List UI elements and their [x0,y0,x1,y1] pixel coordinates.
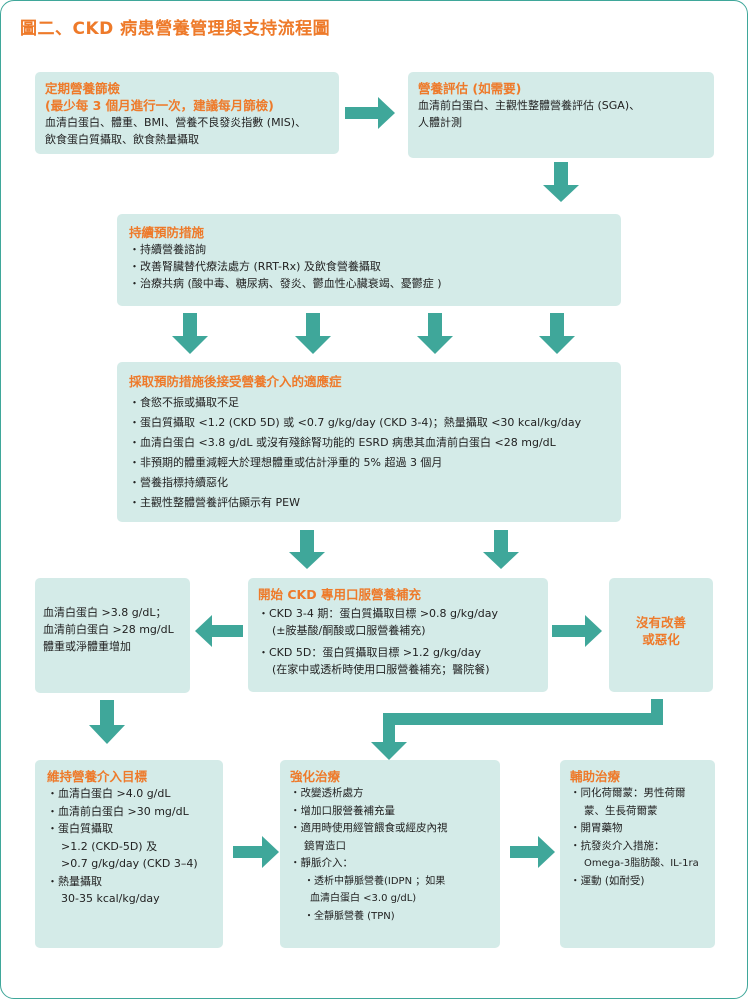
indication-item: ・營養指標持續惡化 [129,476,228,489]
ons-box: 開始 CKD 專用口服營養補充 ・CKD 3-4 期：蛋白質攝取目標 >0.8 … [248,578,548,692]
figure-title: 圖二、CKD 病患營養管理與支持流程圖 [20,19,331,39]
indication-item: ・食慾不振或攝取不足 [129,396,239,409]
arrow-down-prevention-4 [539,313,575,354]
indication-item: ・非預期的體重減輕大於理想體重或估計淨重的 5% 超過 3 個月 [129,456,443,469]
intensify-title: 強化治療 [290,769,341,784]
intensify-line: 血清白蛋白 <3.0 g/dL) [310,893,417,904]
screening-subtitle: (最少每 3 個月進行一次，建議每月篩檢) [45,98,274,113]
adjunct-line: ・同化荷爾蒙：男性荷爾 [570,787,686,799]
indication-item: ・蛋白質攝取 <1.2 (CKD 5D) 或 <0.7 g/kg/day (CK… [129,416,582,429]
prevention-title: 持續預防措施 [129,225,205,240]
maintain-line: >0.7 g/kg/day (CKD 3–4) [61,857,198,870]
ons-line: (在家中或透析時使用口服營養補充；醫院餐) [272,663,490,676]
arrow-down-prevention-2 [295,313,331,354]
arrow-down-assessment-to-prevention [543,162,579,202]
intensify-line: ・靜脈介入： [290,857,353,869]
no-improve-line: 或惡化 [642,632,680,647]
no-improve-line: 沒有改善 [635,615,686,630]
prevention-item: ・改善腎臟替代療法處方 (RRT-Rx) 及飲食營養攝取 [129,260,381,273]
screening-box: 定期營養篩檢 (最少每 3 個月進行一次，建議每月篩檢) 血清白蛋白、體重、BM… [35,72,339,154]
prevention-item: ・治療共病 (酸中毒、糖尿病、發炎、鬱血性心臟衰竭、憂鬱症 ) [129,277,442,290]
improved-line: 體重或淨體重增加 [43,640,131,653]
adjunct-title: 輔助治療 [570,769,621,784]
indications-box: 採取預防措施後接受營養介入的適應症 ・食慾不振或攝取不足 ・蛋白質攝取 <1.2… [117,362,621,522]
arrow-down-indications-2 [483,530,519,569]
arrow-down-improved-to-maintain [89,700,125,744]
arrow-right-screening-to-assessment [345,97,395,129]
maintain-line: ・蛋白質攝取 [47,822,113,835]
no-improve-box: 沒有改善 或惡化 [609,578,713,692]
prevention-box: 持續預防措施 ・持續營養諮詢 ・改善腎臟替代療法處方 (RRT-Rx) 及飲食營… [117,214,621,306]
maintain-line: ・血清前白蛋白 >30 mg/dL [47,804,189,818]
intensify-line: ・全靜脈營養 (TPN) [304,910,395,922]
ons-title: 開始 CKD 專用口服營養補充 [258,587,421,602]
assessment-line: 人體計測 [418,116,462,129]
arrow-elbow-no-improve-to-intensify [371,699,663,760]
improved-box: 血清白蛋白 >3.8 g/dL； 血清前白蛋白 >28 mg/dL 體重或淨體重… [35,578,190,693]
ons-line: (±胺基酸/酮酸或口服營養補充) [272,624,426,637]
arrow-left-ons-to-improved [195,615,243,647]
adjunct-line: ・抗發炎介入措施： [570,839,665,852]
adjunct-line: Omega-3脂肪酸、IL-1ra [584,858,699,869]
intensify-line: ・適用時使用經管餵食或經皮內視 [290,822,448,834]
arrow-down-prevention-3 [417,313,453,354]
adjunct-line: ・開胃藥物 [570,822,623,834]
adjunct-line: 蒙、生長荷爾蒙 [584,804,658,817]
arrow-right-maintain-to-intensify [233,836,279,868]
screening-line: 血清白蛋白、體重、BMI、營養不良發炎指數 (MIS)、 [45,116,307,129]
screening-title: 定期營養篩檢 [45,81,121,96]
indication-item: ・血清白蛋白 <3.8 g/dL 或沒有殘餘腎功能的 ESRD 病患其血清前白蛋… [129,436,556,449]
assessment-title: 營養評估 (如需要) [418,81,522,96]
maintain-box: 維持營養介入目標 ・血清白蛋白 >4.0 g/dL ・血清前白蛋白 >30 mg… [35,760,223,948]
arrow-right-ons-to-no-improve [552,615,602,647]
arrow-right-intensify-to-adjunct [510,836,555,868]
intensify-line: ・透析中靜脈營養(IDPN ；如果 [304,875,446,887]
improved-line: 血清前白蛋白 >28 mg/dL [43,623,174,636]
prevention-item: ・持續營養諮詢 [129,243,206,256]
ons-line: ・CKD 5D：蛋白質攝取目標 >1.2 g/kg/day [258,646,482,659]
adjunct-line: ・運動 (如耐受) [570,874,645,887]
maintain-line: ・血清白蛋白 >4.0 g/dL [47,787,171,800]
assessment-line: 血清前白蛋白、主觀性整體營養評估 (SGA)、 [418,99,641,112]
adjunct-box: 輔助治療 ・同化荷爾蒙：男性荷爾 蒙、生長荷爾蒙 ・開胃藥物 ・抗發炎介入措施：… [560,760,715,948]
arrow-down-prevention-1 [172,313,208,354]
intensify-line: ・改變透析處方 [290,787,364,799]
intensify-box: 強化治療 ・改變透析處方 ・增加口服營養補充量 ・適用時使用經管餵食或經皮內視 … [280,760,500,948]
improved-line: 血清白蛋白 >3.8 g/dL； [43,606,167,619]
maintain-line: >1.2 (CKD-5D) 及 [61,839,158,853]
ons-line: ・CKD 3-4 期：蛋白質攝取目標 >0.8 g/kg/day [258,607,499,620]
indication-item: ・主觀性整體營養評估顯示有 PEW [129,496,300,509]
intensify-line: ・增加口服營養補充量 [290,804,395,817]
maintain-line: 30-35 kcal/kg/day [61,892,160,905]
assessment-box: 營養評估 (如需要) 血清前白蛋白、主觀性整體營養評估 (SGA)、 人體計測 [408,72,714,158]
screening-line: 飲食蛋白質攝取、飲食熱量攝取 [45,133,199,146]
maintain-title: 維持營養介入目標 [47,769,148,784]
intensify-line: 鏡胃造口 [304,839,346,852]
indications-title: 採取預防措施後接受營養介入的適應症 [129,374,342,389]
arrow-down-indications-1 [289,530,325,569]
maintain-line: ・熱量攝取 [47,874,102,888]
